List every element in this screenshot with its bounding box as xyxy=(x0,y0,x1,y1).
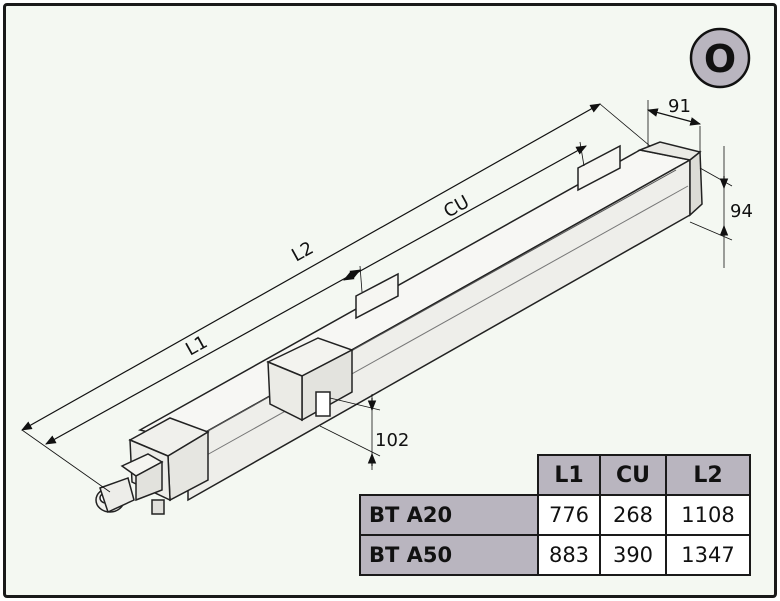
value-cell: 1108 xyxy=(665,494,751,536)
value-cell: 883 xyxy=(537,534,601,576)
value-cell: 268 xyxy=(599,494,667,536)
value-cell: 776 xyxy=(537,494,601,536)
header-l1: L1 xyxy=(537,454,601,496)
table-row: BT A50 883 390 1347 xyxy=(359,534,751,576)
label-l2: L2 xyxy=(288,238,317,267)
dim-width: 91 xyxy=(646,96,702,152)
model-cell: BT A20 xyxy=(359,494,539,536)
table-row: BT A20 776 268 1108 xyxy=(359,494,751,536)
value-cell: 1347 xyxy=(665,534,751,576)
dim-height: 94 xyxy=(689,146,753,268)
value-cell: 390 xyxy=(599,534,667,576)
label-bracket-drop: 102 xyxy=(375,430,409,451)
label-width: 91 xyxy=(668,96,691,117)
dim-bracket-drop: 102 xyxy=(319,394,409,470)
header-cu: CU xyxy=(599,454,667,496)
label-cu: CU xyxy=(440,192,473,223)
label-height: 94 xyxy=(730,201,753,222)
table-header-row: L1 CU L2 xyxy=(360,454,751,496)
view-badge: O xyxy=(689,27,751,89)
label-l1: L1 xyxy=(182,332,211,361)
badge-label: O xyxy=(704,37,736,81)
spec-table: L1 CU L2 BT A20 776 268 1108 BT A50 883 … xyxy=(359,454,751,576)
model-cell: BT A50 xyxy=(359,534,539,576)
header-l2: L2 xyxy=(665,454,751,496)
